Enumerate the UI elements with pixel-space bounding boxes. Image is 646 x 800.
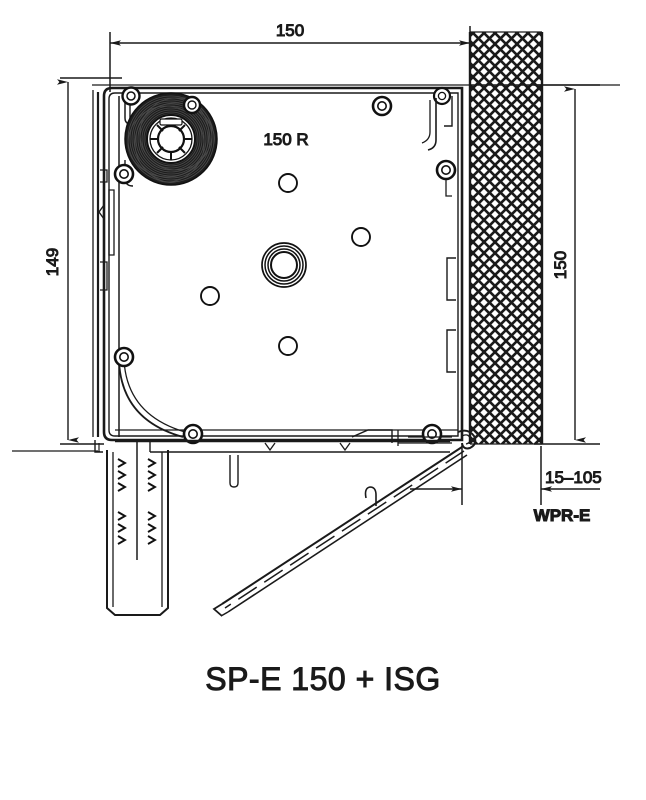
motor-roller-head xyxy=(124,92,218,186)
bottom-rail-profile xyxy=(115,429,452,488)
right-bracket-arm xyxy=(421,98,452,197)
mounting-hole-left xyxy=(200,286,220,306)
wall-type-label: WPR-E xyxy=(534,506,591,525)
screw-boss-top-right xyxy=(371,95,393,117)
shutter-box-shell xyxy=(92,86,464,442)
wall-insulation-block xyxy=(468,31,544,445)
shutter-slat-diagonal xyxy=(212,446,468,617)
screw-boss-left-upper xyxy=(113,163,135,185)
end-roller xyxy=(457,429,477,450)
mounting-hole-top xyxy=(278,173,298,193)
screw-boss-right-upper xyxy=(435,159,457,181)
center-grommet xyxy=(261,242,307,288)
part-number-label: 150 R xyxy=(263,130,308,149)
dimension-right-height-label: 150 xyxy=(551,251,570,279)
screw-boss-left-lower xyxy=(113,346,135,368)
dimension-right-height: 150 xyxy=(534,84,600,445)
dimension-wall-offset-label: 15–105 xyxy=(545,468,602,487)
mounting-hole-bottom xyxy=(278,336,298,356)
mounting-hole-right xyxy=(351,227,371,247)
dimension-wall-offset: 15–105 WPR-E xyxy=(410,444,602,526)
dimension-left-height-label: 149 xyxy=(43,248,62,276)
dimension-left-height: 149 xyxy=(43,77,122,445)
guide-rail-threaded xyxy=(94,440,169,616)
roller-guide-curve xyxy=(118,359,186,438)
dimension-top-width-label: 150 xyxy=(276,21,304,40)
screw-boss-top-left xyxy=(121,86,141,106)
drawing-caption: SP-E 150 + ISG xyxy=(205,661,441,697)
screw-boss-bottom-left xyxy=(182,423,204,445)
dimension-top-width: 150 xyxy=(109,21,471,92)
screw-boss-right-corner-top xyxy=(432,86,452,106)
